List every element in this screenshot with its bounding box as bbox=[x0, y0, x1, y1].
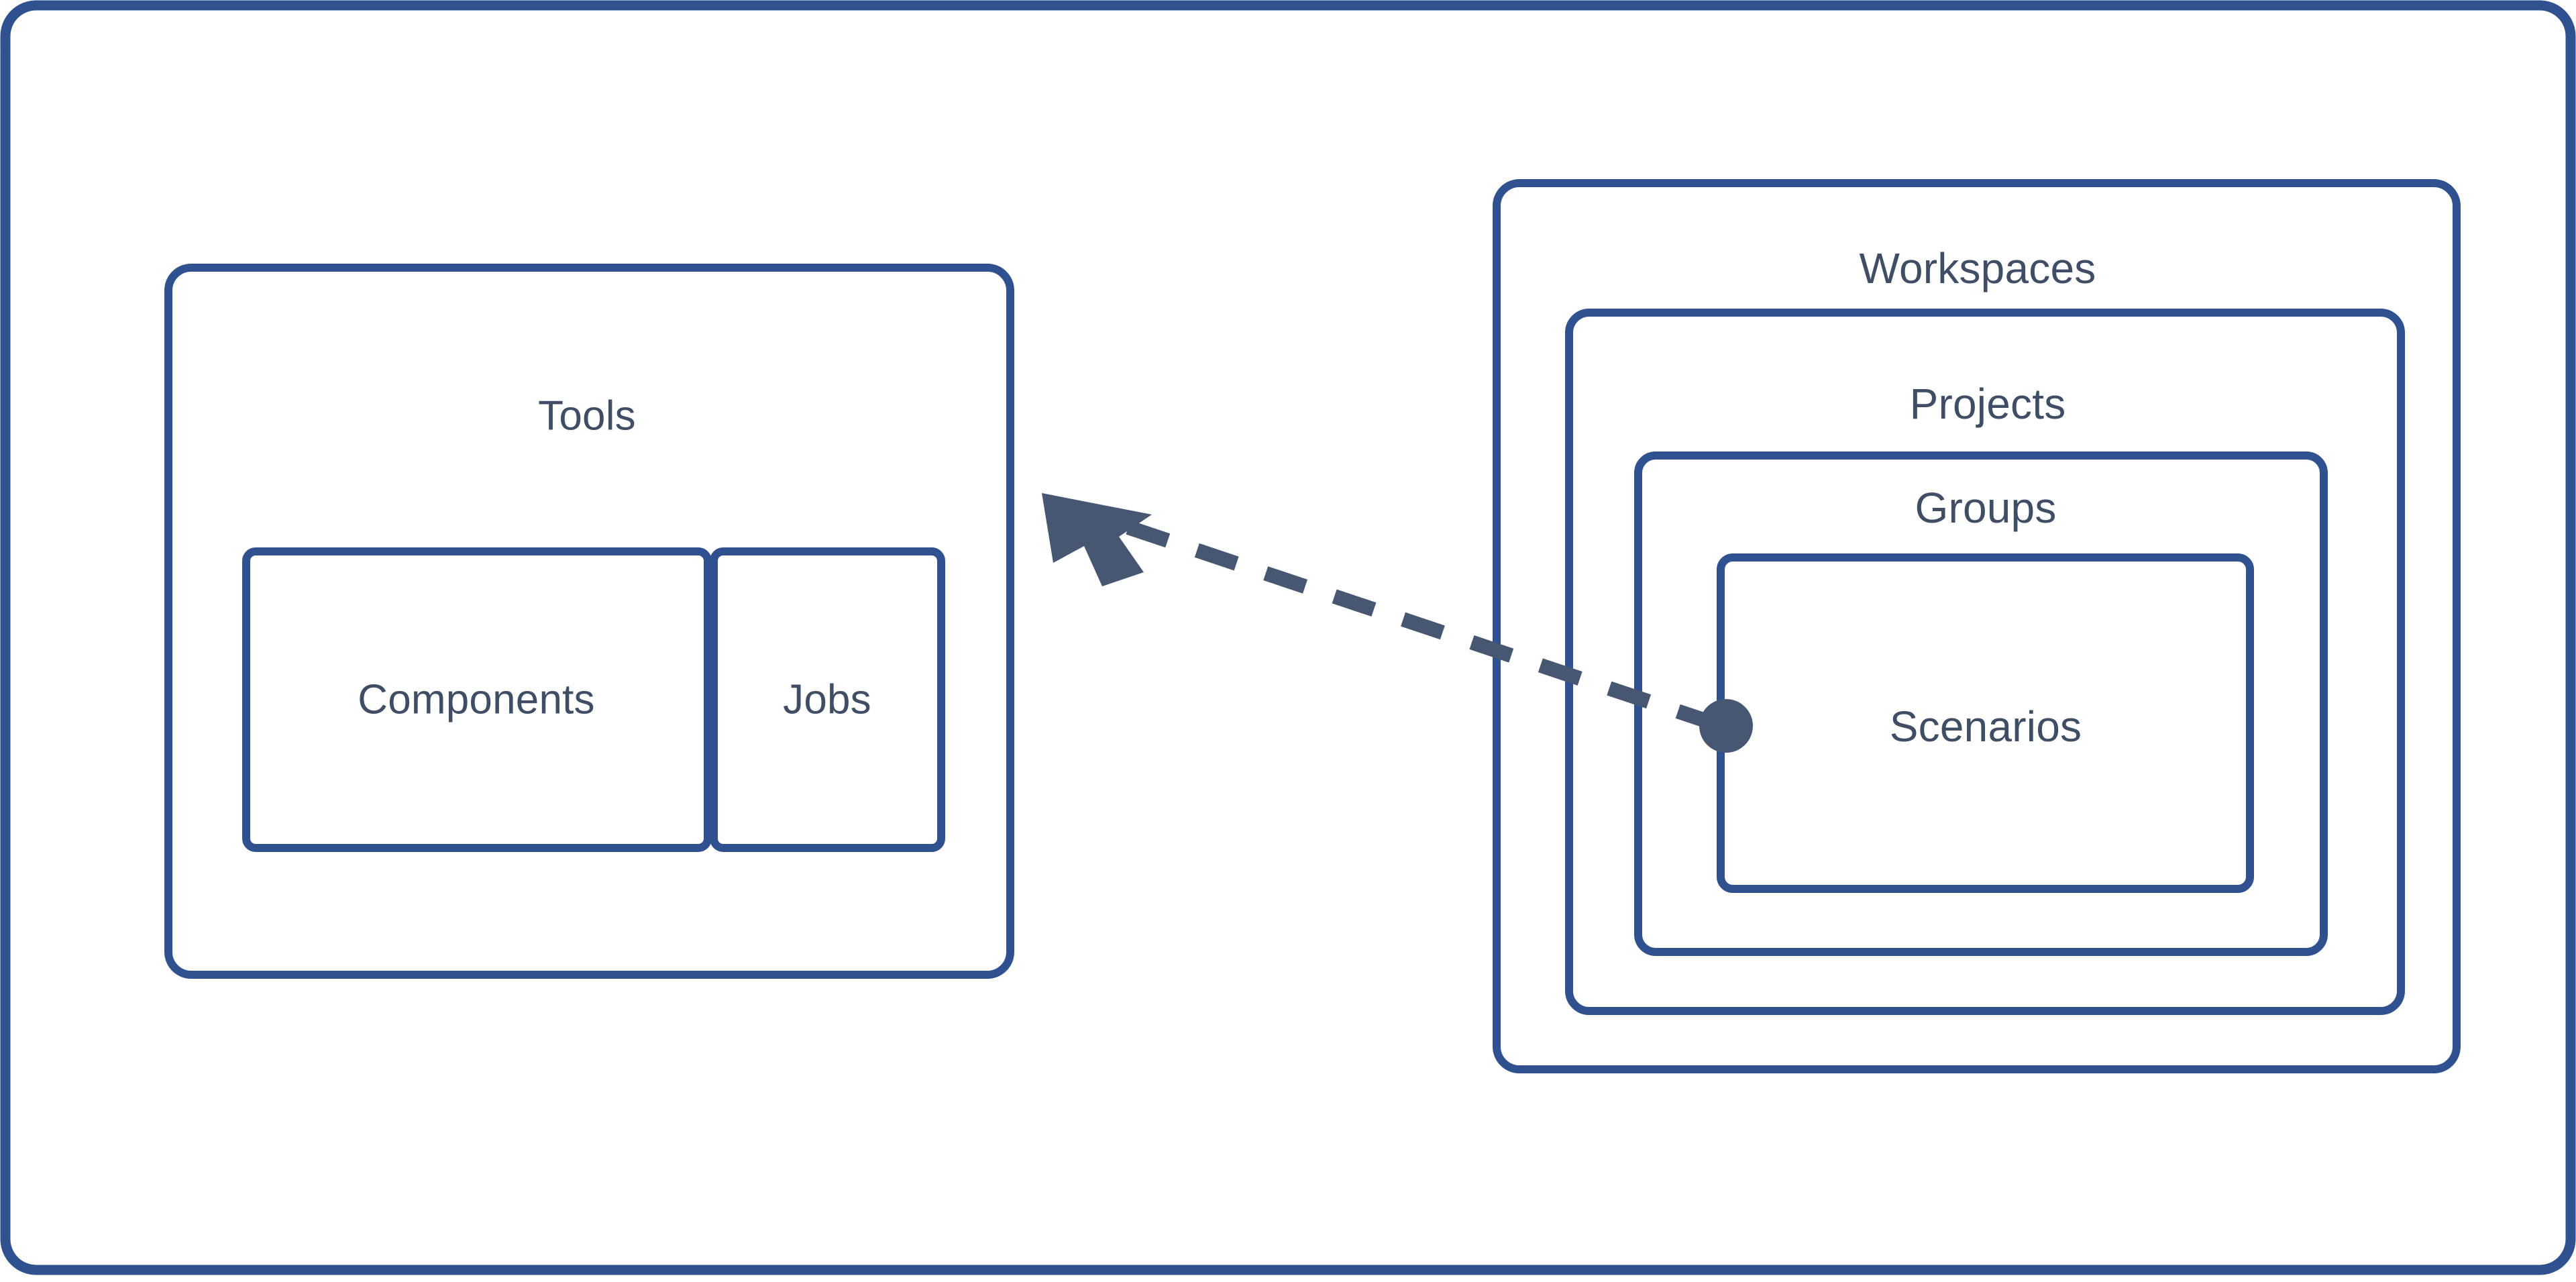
projects-label: Projects bbox=[1909, 380, 2066, 428]
jobs-box[interactable] bbox=[710, 547, 945, 852]
workspaces-label: Workspaces bbox=[1859, 244, 2096, 292]
jobs-label: Jobs bbox=[783, 676, 871, 723]
components-box[interactable] bbox=[242, 547, 712, 852]
connector-dashed-line bbox=[1077, 504, 1720, 732]
components-label: Components bbox=[358, 676, 595, 723]
connector-source-dot-icon bbox=[1699, 699, 1753, 753]
scenarios-to-tools-arrow bbox=[1042, 493, 1753, 753]
tools-label: Tools bbox=[538, 392, 636, 439]
connector-arrowhead-icon bbox=[1042, 493, 1152, 586]
groups-label: Groups bbox=[1915, 484, 2057, 532]
scenarios-label: Scenarios bbox=[1889, 702, 2082, 751]
